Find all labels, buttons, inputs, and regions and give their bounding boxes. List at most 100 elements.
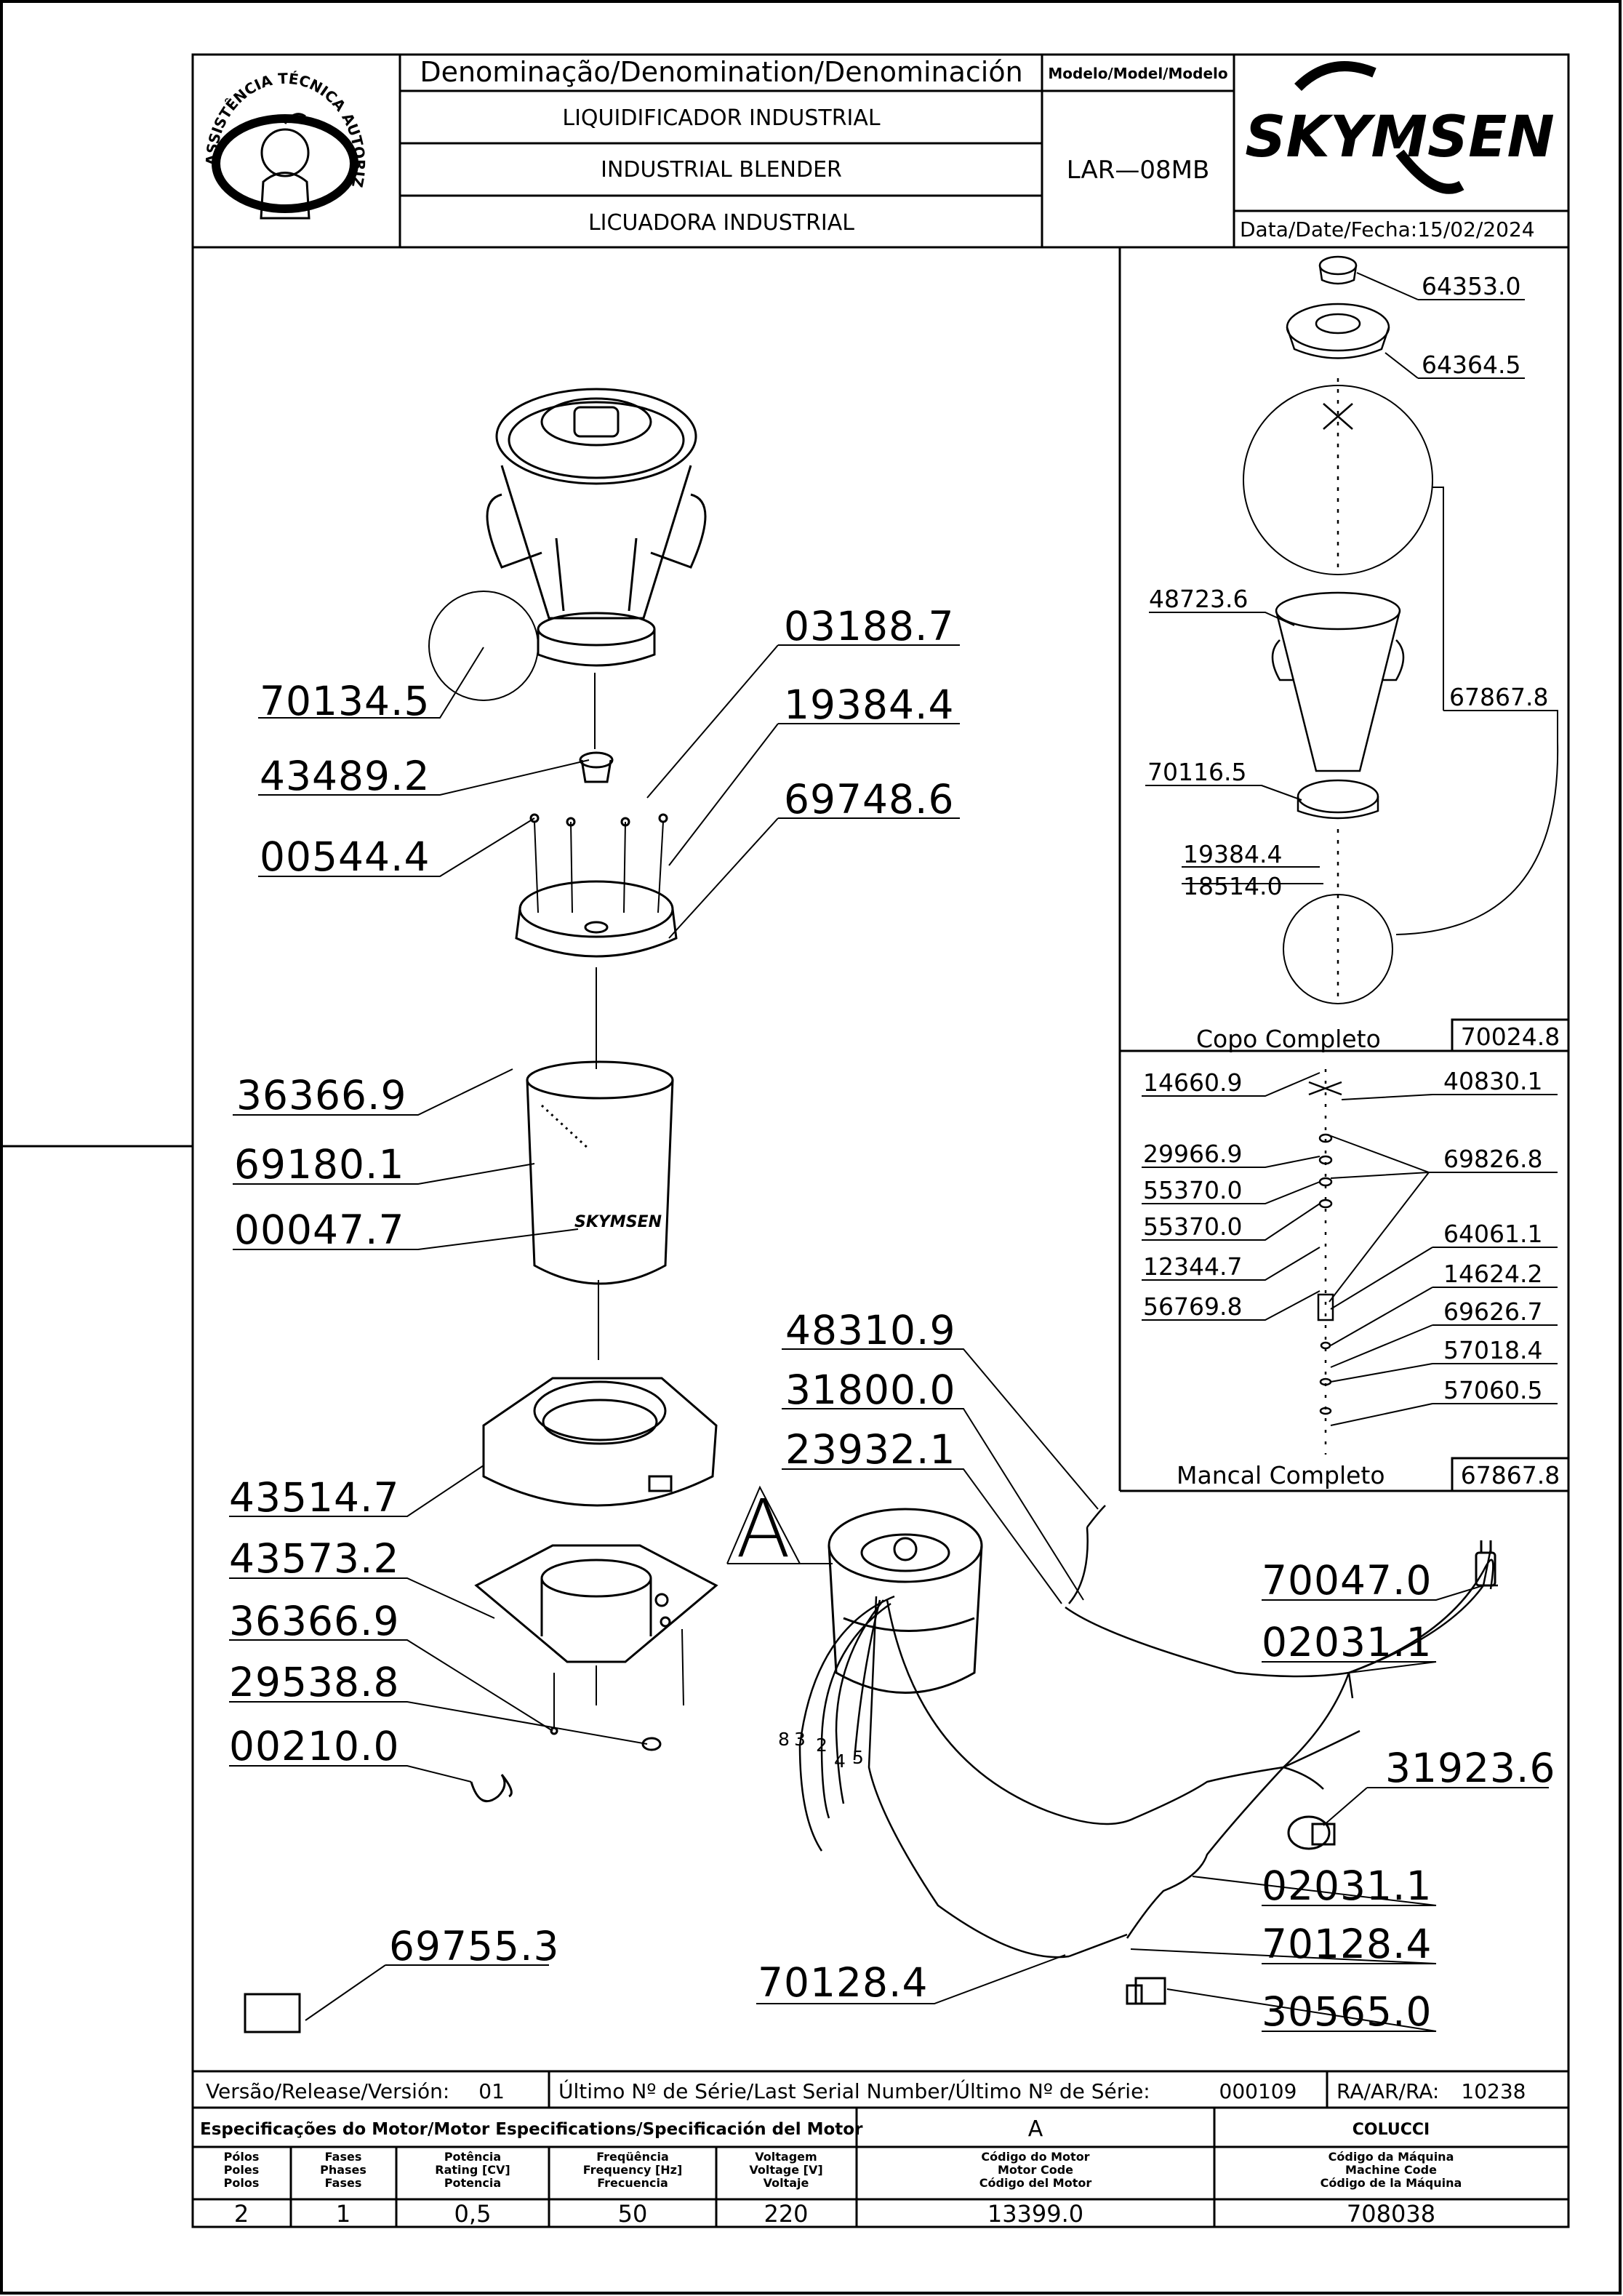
bearing-complete-code: 67867.8 — [1461, 1461, 1560, 1489]
svg-text:Código da Máquina: Código da Máquina — [1329, 2150, 1454, 2164]
wire-number-3: 3 — [794, 1729, 806, 1750]
svg-text:Pólos: Pólos — [224, 2150, 260, 2164]
svg-text:Fases: Fases — [325, 2150, 362, 2164]
bearing-callout-69826-8: 69826.8 — [1443, 1145, 1542, 1173]
svg-text:Potencia: Potencia — [444, 2176, 501, 2190]
brand-logo-mark — [1294, 61, 1464, 194]
svg-text:Poles: Poles — [224, 2163, 260, 2177]
callout-70128-4-b: 70128.4 — [758, 1959, 928, 2006]
svg-text:Voltagem: Voltagem — [755, 2150, 817, 2164]
svg-text:Potência: Potência — [444, 2150, 501, 2164]
bearing-callout-57060-5: 57060.5 — [1443, 1376, 1542, 1404]
wire-number-2: 2 — [816, 1735, 827, 1756]
cup-complete-title: Copo Completo — [1196, 1025, 1381, 1053]
svg-text:Motor Code: Motor Code — [998, 2163, 1073, 2177]
cup-callout-19384-4: 19384.4 — [1183, 840, 1282, 868]
motor — [827, 1508, 983, 1694]
callout-70128-4: 70128.4 — [1262, 1921, 1432, 1967]
bearing-complete-code-box — [1451, 1457, 1570, 1492]
spec-values: 2 1 0,5 50 220 13399.0 708038 — [234, 2200, 1435, 2228]
svg-text:Rating [CV]: Rating [CV] — [435, 2163, 510, 2177]
svg-text:Código do Motor: Código do Motor — [981, 2150, 1089, 2164]
callout-36366-9: 36366.9 — [236, 1072, 406, 1119]
callout-30565-0: 30565.0 — [1262, 1988, 1432, 2035]
bearing-callout-14660-9: 14660.9 — [1143, 1068, 1242, 1097]
svg-text:Frequency [Hz]: Frequency [Hz] — [583, 2163, 683, 2177]
serial-label: Último Nº de Série/Last Serial Number/Úl… — [558, 2079, 1150, 2103]
callout-19384-4: 19384.4 — [784, 681, 954, 728]
value-phases: 1 — [336, 2200, 350, 2228]
brand-logo: SKYMSEN — [1245, 105, 1554, 170]
bearing-callout-57018-4: 57018.4 — [1443, 1336, 1542, 1364]
bearing-callout-55370-0: 55370.0 — [1143, 1176, 1242, 1204]
base-plate — [474, 1544, 718, 1735]
svg-text:Freqüência: Freqüência — [596, 2150, 669, 2164]
bearing-callout-55370-0-b: 55370.0 — [1143, 1212, 1242, 1241]
svg-text:Machine Code: Machine Code — [1345, 2163, 1437, 2177]
value-motor-code: 13399.0 — [987, 2200, 1083, 2228]
svg-text:Phases: Phases — [320, 2163, 366, 2177]
drawing-border — [191, 53, 1570, 2228]
bearing-callout-29966-9: 29966.9 — [1143, 1140, 1242, 1168]
can-logo: SKYMSEN — [574, 1213, 662, 1231]
motor-type: A — [1028, 2116, 1043, 2142]
motor-spec-label: Especificações do Motor/Motor Especifica… — [200, 2120, 863, 2139]
wiring-harness — [798, 1505, 1498, 1959]
callout-43489-2: 43489.2 — [260, 753, 430, 799]
name-es: LICUADORA INDUSTRIAL — [588, 210, 854, 236]
denomination-label: Denominação/Denomination/Denominación — [420, 56, 1022, 88]
cup-callout-64353-0: 64353.0 — [1422, 272, 1520, 300]
bearing-callout-40830-1: 40830.1 — [1443, 1067, 1542, 1095]
value-poles: 2 — [234, 2200, 249, 2228]
detail-a-label: A — [736, 1482, 790, 1575]
cup-callout-64364-5: 64364.5 — [1422, 351, 1520, 379]
power-switch-30565 — [1126, 1977, 1166, 2005]
ra-label: RA/AR/RA:10238 — [1337, 2079, 1526, 2103]
value-voltage: 220 — [764, 2200, 808, 2228]
jar-base — [515, 813, 678, 958]
callout-70134-5: 70134.5 — [260, 678, 430, 724]
column-headers: Pólos Poles Polos Fases Phases Fases Pot… — [224, 2150, 1462, 2190]
spring-clip — [470, 1774, 513, 1803]
callout-02031-1-b: 02031.1 — [1262, 1863, 1432, 1909]
cup-callout-67867-8: 67867.8 — [1449, 683, 1548, 711]
callout-36366-9-b: 36366.9 — [229, 1598, 399, 1644]
jar-detail-bubble — [428, 591, 539, 701]
svg-text:Voltaje: Voltaje — [764, 2176, 809, 2190]
wire-number-5: 5 — [852, 1747, 864, 1768]
callout-31800-0: 31800.0 — [785, 1367, 955, 1413]
serial-value: 000109 — [1219, 2079, 1297, 2103]
value-machine-code: 708038 — [1347, 2200, 1435, 2228]
bearing-callout-64061-1: 64061.1 — [1443, 1220, 1542, 1248]
label-sticker-69755 — [244, 1993, 301, 2033]
callout-69755-3: 69755.3 — [389, 1923, 559, 1969]
callout-43514-7: 43514.7 — [229, 1474, 399, 1521]
value-frequency: 50 — [618, 2200, 648, 2228]
blender-jar — [486, 388, 707, 667]
callout-02031-1: 02031.1 — [1262, 1619, 1432, 1665]
callout-69748-6: 69748.6 — [784, 776, 954, 823]
authorized-service-seal — [212, 113, 358, 220]
callout-69180-1: 69180.1 — [234, 1141, 404, 1188]
wire-number-8: 8 — [778, 1729, 790, 1750]
cup-callout-18514-0: 18514.0 — [1183, 872, 1282, 900]
svg-text:Frecuencia: Frecuencia — [597, 2176, 668, 2190]
model-label: Modelo/Model/Modelo — [1048, 65, 1227, 82]
bearing-callout-14624-2: 14624.2 — [1443, 1260, 1542, 1288]
callout-03188-7: 03188.7 — [784, 603, 954, 649]
svg-text:Fases: Fases — [325, 2176, 362, 2190]
cup-exploded — [1243, 255, 1433, 1004]
motor-housing-can — [526, 1060, 674, 1285]
cup-complete-code: 70024.8 — [1461, 1023, 1560, 1051]
title-block — [193, 55, 1568, 249]
bearing-leaders — [1142, 1072, 1558, 1426]
wire-number-4: 4 — [834, 1751, 846, 1772]
callout-43573-2: 43573.2 — [229, 1535, 399, 1582]
cup-callout-48723-6: 48723.6 — [1149, 585, 1248, 613]
switch — [1287, 1815, 1336, 1850]
coupling — [579, 751, 614, 783]
cup-callout-70116-5: 70116.5 — [1147, 758, 1246, 786]
footer-table — [193, 2070, 1568, 2227]
value-power: 0,5 — [454, 2200, 492, 2228]
